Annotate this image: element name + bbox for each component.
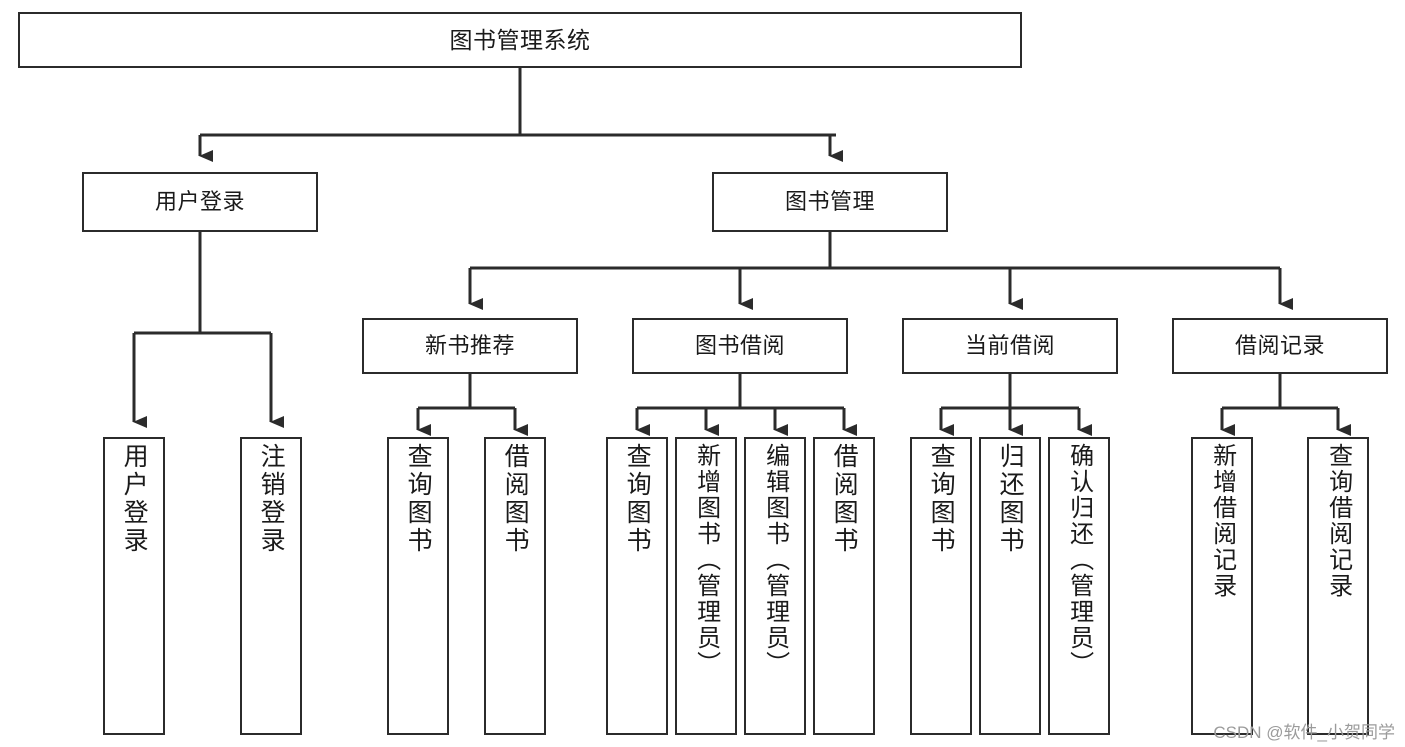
watermark-text: CSDN @软件_小贺同学 (1213, 723, 1395, 742)
node-label: 查询图书 (404, 443, 433, 555)
node-leaf-edit-book[interactable]: 编辑图书（管理员） (744, 437, 806, 735)
node-label: 用户登录 (154, 188, 245, 214)
node-leaf-confirm-return[interactable]: 确认归还（管理员） (1048, 437, 1110, 735)
node-label: 借阅图书 (501, 443, 530, 555)
node-label: 图书管理 (784, 188, 875, 214)
node-root-system[interactable]: 图书管理系统 (18, 12, 1022, 68)
node-label: 图书借阅 (694, 332, 785, 358)
node-label: 当前借阅 (964, 332, 1055, 358)
node-leaf-borrow-book-1[interactable]: 借阅图书 (484, 437, 546, 735)
node-book-management[interactable]: 图书管理 (712, 172, 948, 232)
node-label: 注销登录 (257, 443, 286, 555)
node-leaf-user-login[interactable]: 用户登录 (103, 437, 165, 735)
node-leaf-query-book-2[interactable]: 查询图书 (606, 437, 668, 735)
node-label: 新书推荐 (424, 332, 515, 358)
node-leaf-query-record[interactable]: 查询借阅记录 (1307, 437, 1369, 735)
node-new-book-recommend[interactable]: 新书推荐 (362, 318, 578, 374)
node-current-borrow[interactable]: 当前借阅 (902, 318, 1118, 374)
node-leaf-borrow-book-2[interactable]: 借阅图书 (813, 437, 875, 735)
node-label: 归还图书 (996, 443, 1025, 555)
node-label: 借阅图书 (830, 443, 859, 555)
node-leaf-add-record[interactable]: 新增借阅记录 (1191, 437, 1253, 735)
node-label: 图书管理系统 (449, 26, 591, 53)
node-leaf-return-book[interactable]: 归还图书 (979, 437, 1041, 735)
node-leaf-query-book-1[interactable]: 查询图书 (387, 437, 449, 735)
node-label: 查询图书 (927, 443, 956, 555)
node-label: 借阅记录 (1234, 332, 1325, 358)
node-borrow-record[interactable]: 借阅记录 (1172, 318, 1388, 374)
node-leaf-user-logout[interactable]: 注销登录 (240, 437, 302, 735)
node-label: 查询图书 (623, 443, 652, 555)
node-label: 新增借阅记录 (1208, 443, 1236, 599)
node-leaf-add-book[interactable]: 新增图书（管理员） (675, 437, 737, 735)
node-book-borrow[interactable]: 图书借阅 (632, 318, 848, 374)
node-user-login[interactable]: 用户登录 (82, 172, 318, 232)
node-label: 确认归还（管理员） (1065, 443, 1093, 677)
node-label: 新增图书（管理员） (692, 443, 720, 677)
node-label: 用户登录 (120, 443, 149, 555)
node-leaf-query-book-3[interactable]: 查询图书 (910, 437, 972, 735)
node-label: 编辑图书（管理员） (761, 443, 789, 677)
node-label: 查询借阅记录 (1324, 443, 1352, 599)
